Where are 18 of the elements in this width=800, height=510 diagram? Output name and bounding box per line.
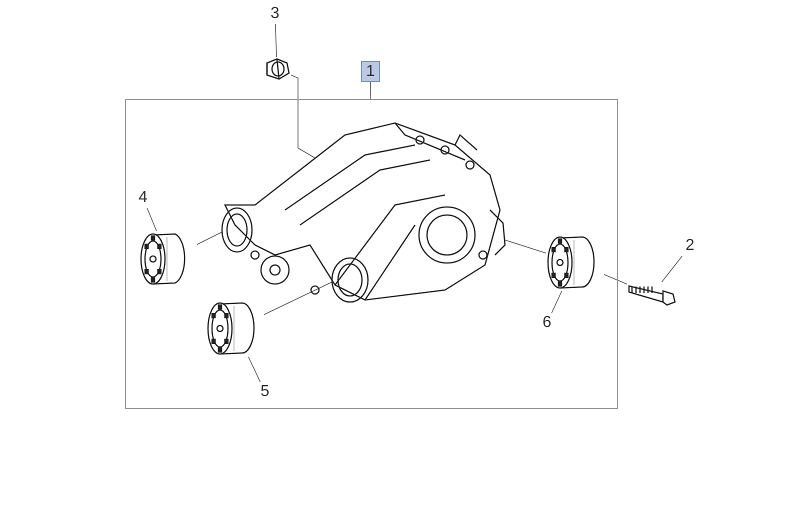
leader-line (504, 240, 546, 254)
leader-line (146, 208, 157, 232)
leader-line (290, 74, 316, 158)
callout-number: 1 (361, 61, 380, 82)
callout-number: 2 (681, 236, 699, 256)
leader-line (274, 24, 277, 58)
callout-number: 4 (134, 188, 152, 208)
leader-line (196, 232, 222, 245)
leader-line (370, 82, 372, 100)
assembly-frame (125, 99, 618, 409)
leader-line (551, 290, 562, 314)
leader-line (604, 274, 628, 284)
callout-number: 3 (266, 4, 284, 24)
callout-number: 6 (538, 313, 556, 333)
leader-line (264, 282, 332, 315)
callout-number: 5 (256, 382, 274, 402)
leader-line (661, 256, 683, 282)
leader-line (248, 356, 261, 382)
